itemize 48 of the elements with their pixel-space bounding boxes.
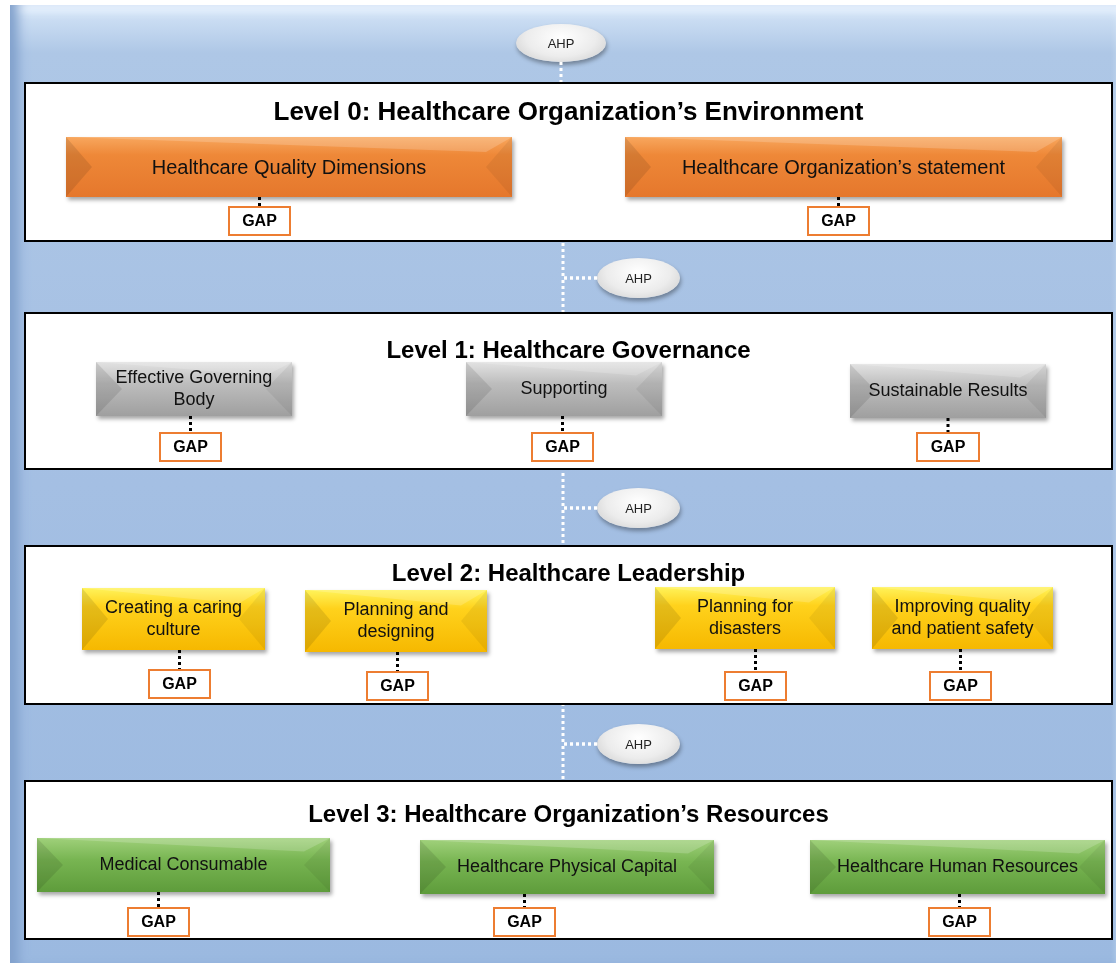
category-box: Sustainable Results bbox=[850, 364, 1046, 418]
dotted-connector bbox=[946, 418, 950, 432]
dotted-connector bbox=[958, 894, 961, 907]
dotted-connector bbox=[157, 892, 160, 907]
category-box: Healthcare Quality Dimensions bbox=[66, 137, 512, 197]
dotted-connector bbox=[561, 276, 597, 312]
gap-box: GAP bbox=[148, 669, 211, 699]
dotted-connector bbox=[258, 197, 261, 206]
dotted-connector bbox=[523, 894, 526, 907]
category-box: Creating a caring culture bbox=[82, 588, 265, 650]
dotted-connector bbox=[837, 197, 840, 206]
gap-box: GAP bbox=[531, 432, 594, 462]
gap-box: GAP bbox=[493, 907, 556, 937]
category-box: Medical Consumable bbox=[37, 838, 330, 892]
dotted-connector bbox=[178, 650, 181, 669]
dotted-connector bbox=[559, 62, 563, 82]
level-panel bbox=[24, 780, 1113, 940]
category-box: Planning for disasters bbox=[655, 587, 835, 649]
category-box: Healthcare Physical Capital bbox=[420, 840, 714, 894]
level-panel bbox=[24, 545, 1113, 705]
gap-box: GAP bbox=[228, 206, 291, 236]
dotted-connector bbox=[561, 416, 564, 432]
gap-box: GAP bbox=[366, 671, 429, 701]
gap-box: GAP bbox=[916, 432, 980, 462]
category-box: Improving quality and patient safety bbox=[872, 587, 1053, 649]
gap-box: GAP bbox=[928, 907, 991, 937]
dotted-connector bbox=[754, 649, 757, 671]
dotted-connector bbox=[396, 652, 399, 671]
gap-box: GAP bbox=[929, 671, 992, 701]
category-box: Supporting bbox=[466, 362, 662, 416]
category-box: Healthcare Human Resources bbox=[810, 840, 1105, 894]
level-heading: Level 3: Healthcare Organization’s Resources bbox=[307, 800, 830, 828]
category-box: Effective Governing Body bbox=[96, 362, 292, 416]
dotted-connector bbox=[959, 649, 962, 671]
category-box: Healthcare Organization’s statement bbox=[625, 137, 1062, 197]
gap-box: GAP bbox=[724, 671, 787, 701]
level-heading: Level 2: Healthcare Leadership bbox=[390, 559, 747, 587]
level-panel bbox=[24, 82, 1113, 242]
gap-box: GAP bbox=[159, 432, 222, 462]
dotted-connector bbox=[561, 742, 597, 780]
gap-box: GAP bbox=[127, 907, 190, 937]
dotted-connector bbox=[189, 416, 192, 432]
category-box: Planning and designing bbox=[305, 590, 487, 652]
level-heading: Level 0: Healthcare Organization’s Environment bbox=[272, 96, 865, 127]
level-heading: Level 1: Healthcare Governance bbox=[385, 336, 752, 364]
level-panel bbox=[24, 312, 1113, 470]
dotted-connector bbox=[561, 506, 597, 545]
gap-box: GAP bbox=[807, 206, 870, 236]
